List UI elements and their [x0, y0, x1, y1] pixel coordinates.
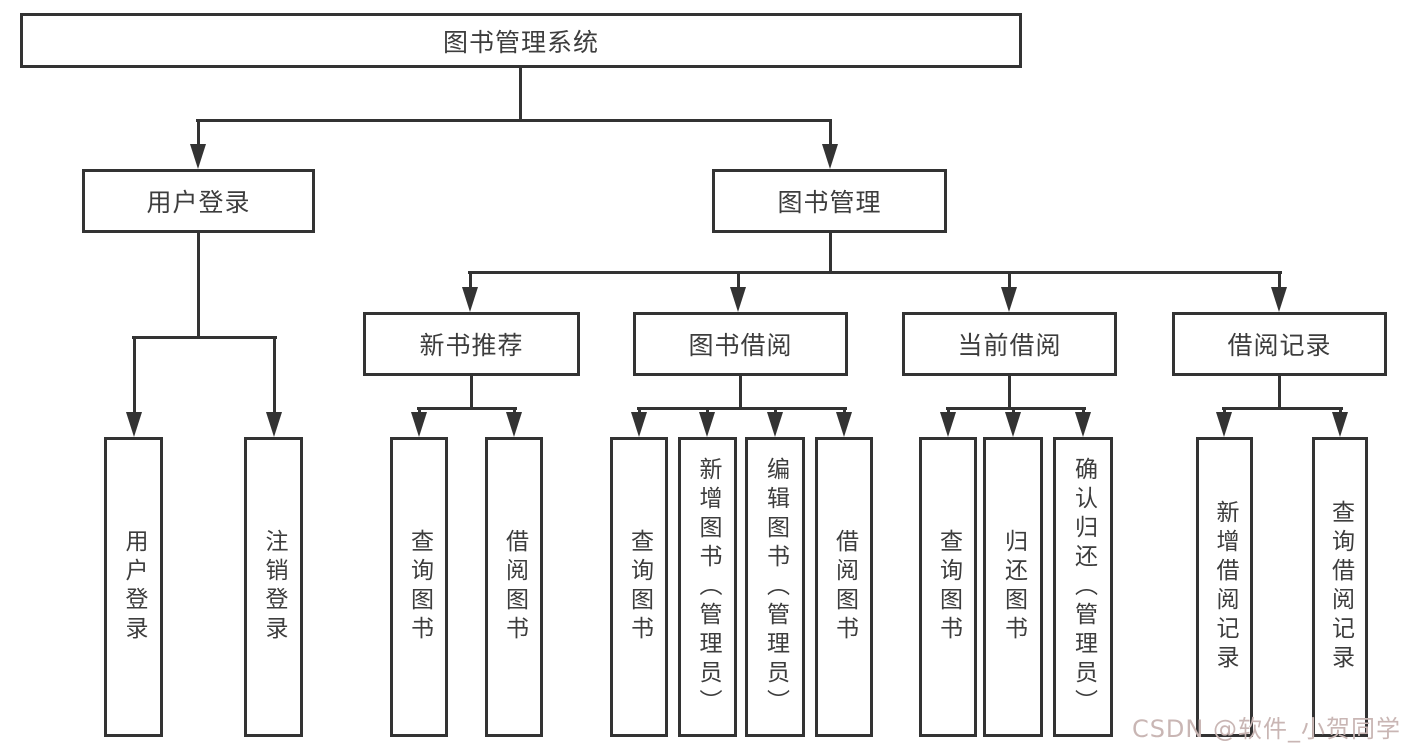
leaf-confirm-return-admin: 确认归还（管理员） [1053, 437, 1113, 737]
arrowhead-down-icon [699, 412, 715, 437]
connector-group4-stub [1278, 376, 1281, 410]
connector-group3-split [946, 407, 1086, 410]
csdn-watermark: CSDN @软件_小贺同学 [1131, 715, 1401, 743]
connector-root-stub [519, 68, 522, 122]
arrowhead-down-icon [506, 412, 522, 437]
connector-arrow-shaft [843, 407, 846, 415]
leaf-add-books-admin: 新增图书（管理员） [678, 437, 737, 737]
node-new-book-recommend: 新书推荐 [363, 312, 580, 376]
connector-arrow-shaft [1223, 407, 1226, 415]
connector-group2-stub [739, 376, 742, 410]
connector-arrow-shaft [1012, 407, 1015, 415]
connector-arrow-shaft [638, 407, 641, 415]
connector-root-split [196, 119, 832, 122]
connector-arrow-shaft [829, 119, 832, 147]
arrowhead-down-icon [1005, 412, 1021, 437]
arrowhead-down-icon [1216, 412, 1232, 437]
arrowhead-down-icon [126, 412, 142, 437]
arrowhead-down-icon [767, 412, 783, 437]
connector-arrow-shaft [706, 407, 709, 415]
arrowhead-down-icon [462, 287, 478, 312]
leaf-query-books-borrow: 查询图书 [610, 437, 668, 737]
leaf-borrow-books: 借阅图书 [815, 437, 873, 737]
connector-arrow-shaft [273, 336, 276, 414]
connector-book-management-split [468, 271, 1282, 274]
connector-arrow-shaft [418, 407, 421, 415]
arrowhead-down-icon [730, 287, 746, 312]
leaf-edit-books-admin: 编辑图书（管理员） [745, 437, 805, 737]
connector-arrow-shaft [1339, 407, 1342, 415]
arrowhead-down-icon [1075, 412, 1091, 437]
connector-arrow-shaft [469, 271, 472, 289]
arrowhead-down-icon [836, 412, 852, 437]
arrowhead-down-icon [1001, 287, 1017, 312]
leaf-query-books-recommend: 查询图书 [390, 437, 448, 737]
connector-group1-split [417, 407, 517, 410]
connector-group3-stub [1008, 376, 1011, 410]
node-book-borrow: 图书借阅 [633, 312, 848, 376]
leaf-user-login: 用户登录 [104, 437, 163, 737]
arrowhead-down-icon [940, 412, 956, 437]
leaf-query-books-current: 查询图书 [919, 437, 977, 737]
arrowhead-down-icon [411, 412, 427, 437]
arrowhead-down-icon [1271, 287, 1287, 312]
connector-arrow-shaft [1082, 407, 1085, 415]
leaf-logout: 注销登录 [244, 437, 303, 737]
arrowhead-down-icon [1332, 412, 1348, 437]
connector-arrow-shaft [774, 407, 777, 415]
connector-arrow-shaft [737, 271, 740, 289]
leaf-borrow-books-recommend: 借阅图书 [485, 437, 543, 737]
node-user-login: 用户登录 [82, 169, 315, 233]
arrowhead-down-icon [631, 412, 647, 437]
connector-book-management-stub [829, 233, 832, 274]
connector-arrow-shaft [133, 336, 136, 414]
connector-user-login-split [132, 336, 277, 339]
node-root: 图书管理系统 [20, 13, 1022, 68]
node-current-borrow: 当前借阅 [902, 312, 1117, 376]
connector-arrow-shaft [513, 407, 516, 415]
leaf-add-borrow-record: 新增借阅记录 [1196, 437, 1253, 737]
connector-user-login-stub [197, 233, 200, 339]
connector-arrow-shaft [1278, 271, 1281, 289]
node-book-management: 图书管理 [712, 169, 947, 233]
connector-arrow-shaft [947, 407, 950, 415]
leaf-query-borrow-record: 查询借阅记录 [1312, 437, 1368, 737]
connector-arrow-shaft [197, 119, 200, 147]
arrowhead-down-icon [190, 144, 206, 169]
arrowhead-down-icon [266, 412, 282, 437]
node-borrow-records: 借阅记录 [1172, 312, 1387, 376]
leaf-return-books: 归还图书 [983, 437, 1043, 737]
connector-arrow-shaft [1008, 271, 1011, 289]
arrowhead-down-icon [822, 144, 838, 169]
connector-group1-stub [470, 376, 473, 410]
connector-group2-split [637, 407, 847, 410]
connector-group4-split [1222, 407, 1343, 410]
